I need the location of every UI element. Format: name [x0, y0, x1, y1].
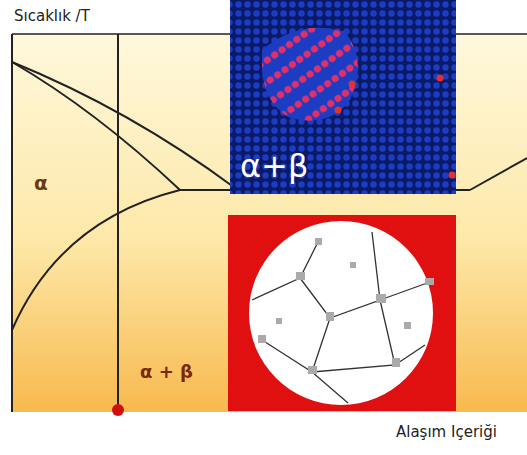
phase-label: α+β [240, 150, 308, 182]
phase-label: α + β [140, 362, 193, 382]
microstructure-inset: α+β [230, 0, 456, 194]
phase-label: α [34, 172, 48, 194]
axis-label: Alaşım Içeriği [396, 424, 497, 441]
axis-label: Sıcaklık /T [14, 8, 90, 25]
